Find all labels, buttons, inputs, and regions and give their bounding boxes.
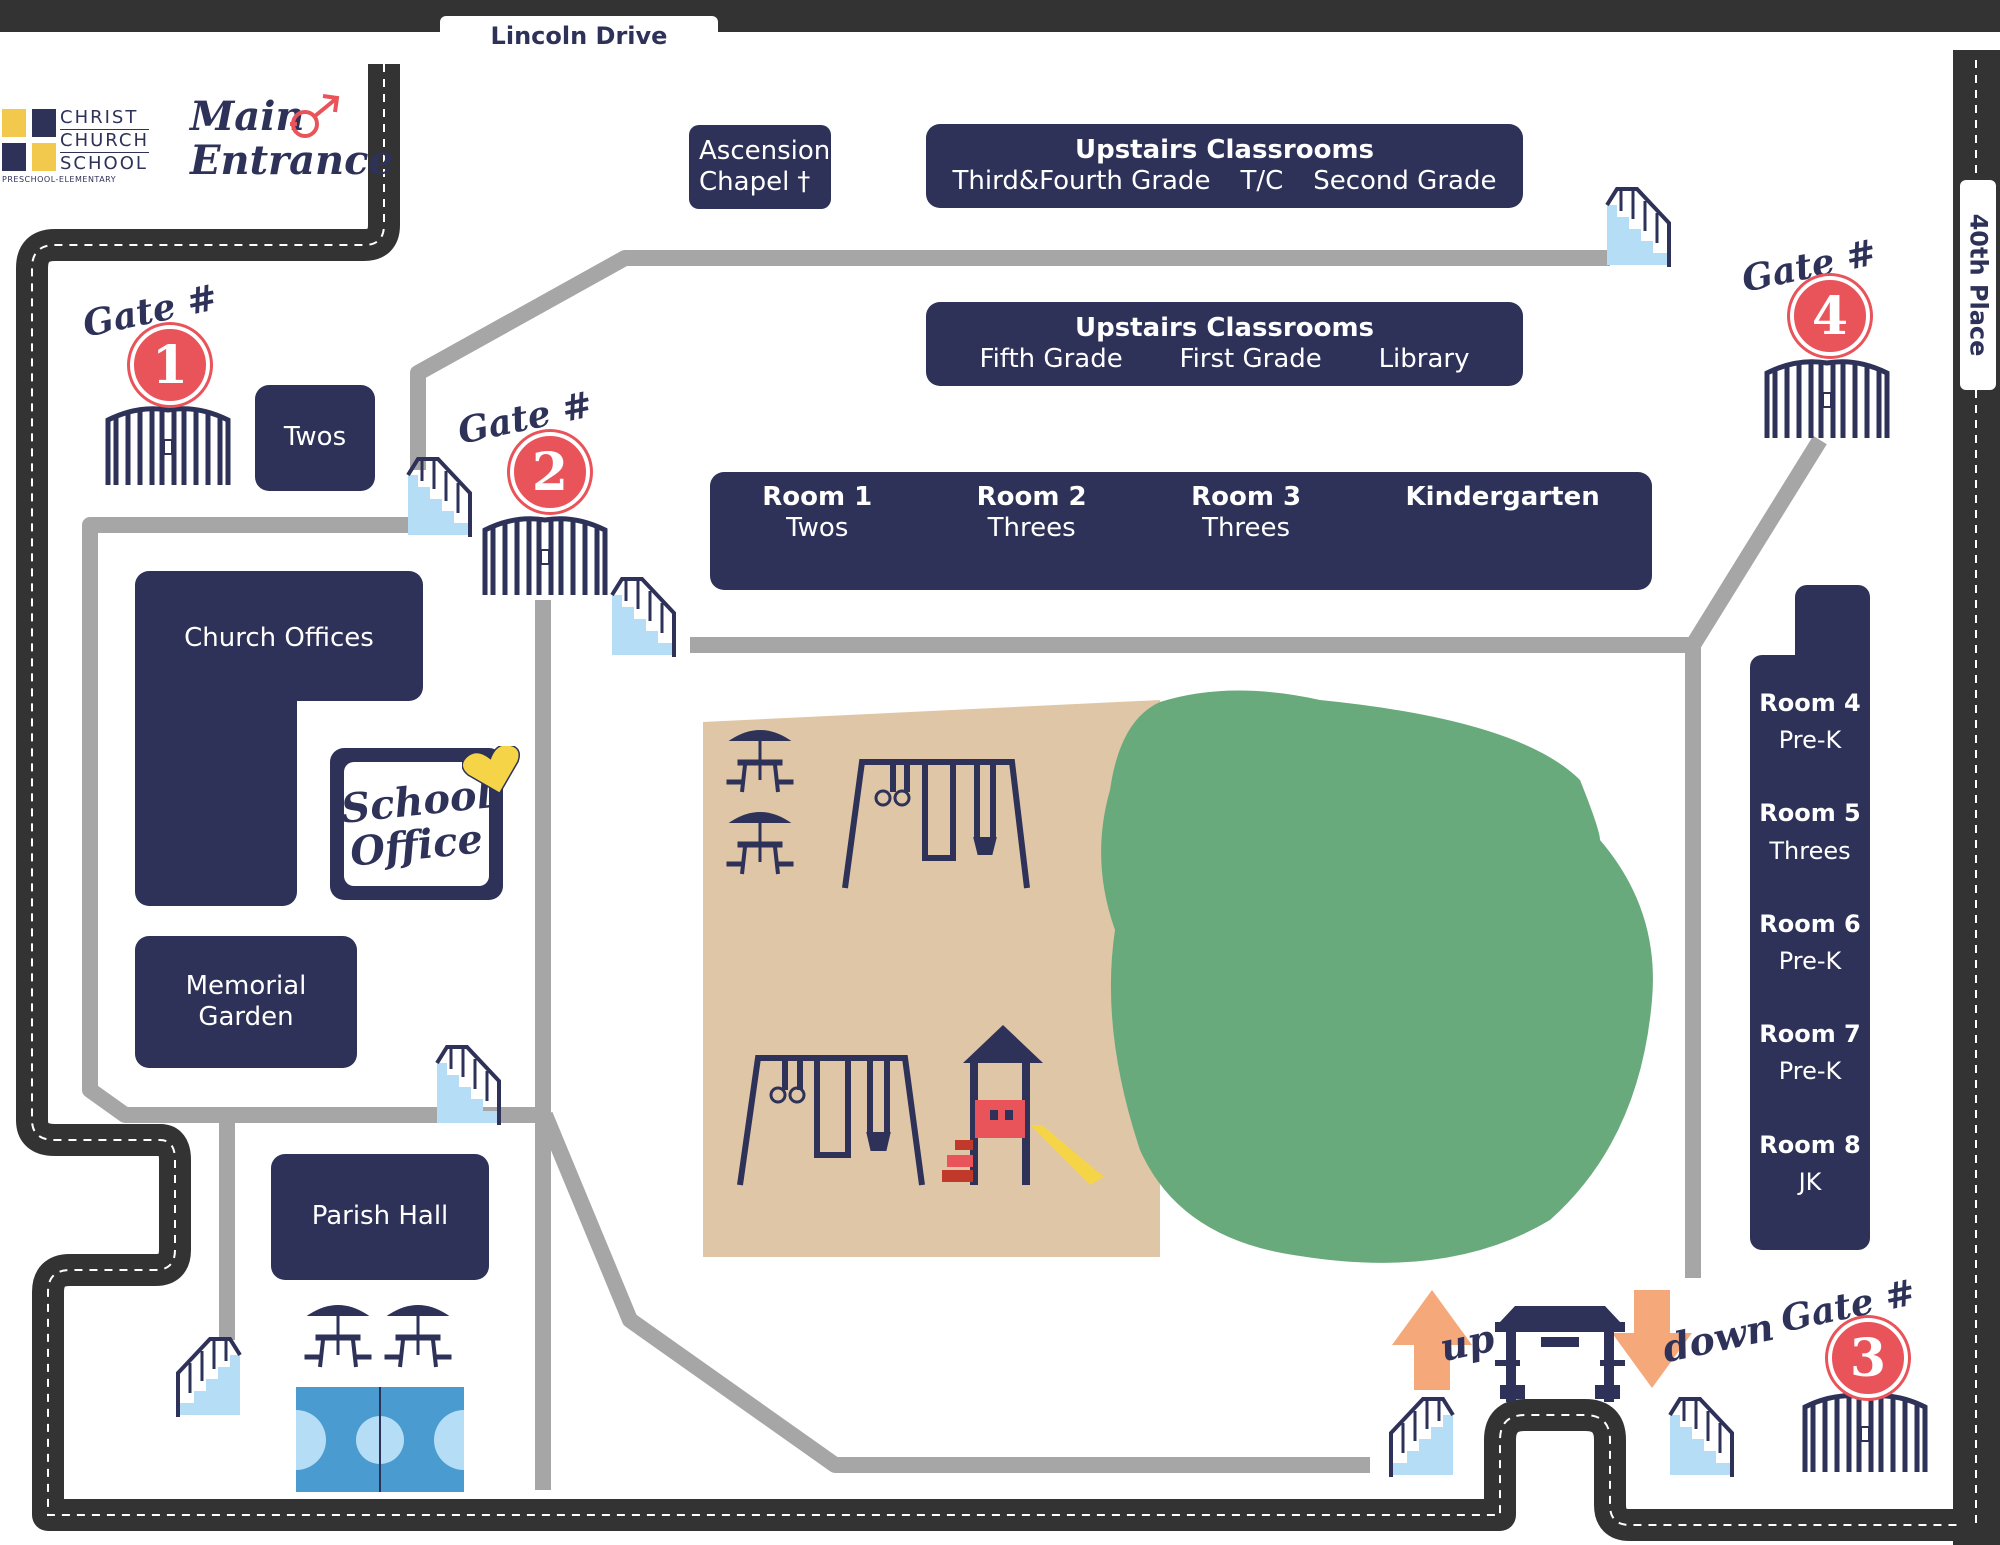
room-5[interactable]: Room 5 Threes <box>1759 795 1861 869</box>
upstairs-b-room-1: Fifth Grade <box>979 344 1123 374</box>
east-classroom-building[interactable]: Room 4 Pre-K Room 5 Threes Room 6 Pre-K Roo… <box>1750 585 1870 1250</box>
stairs-gate2-left <box>406 457 472 539</box>
play-structure <box>942 1025 1104 1185</box>
school-office-line-2: Office <box>347 815 486 876</box>
room-7-name: Room 7 <box>1759 1020 1861 1049</box>
school-office[interactable]: School Office <box>330 746 521 900</box>
room-3-name: Room 3 <box>1191 482 1302 512</box>
memorial-garden-line-1: Memorial <box>185 970 307 1001</box>
room-4[interactable]: Room 4 Pre-K <box>1759 685 1861 759</box>
lincoln-drive-label: Lincoln Drive <box>440 16 718 56</box>
room-8[interactable]: Room 8 JK <box>1759 1127 1861 1201</box>
church-offices[interactable]: Church Offices <box>135 571 423 906</box>
ascension-chapel[interactable]: Ascension Chapel† <box>689 125 831 209</box>
memorial-garden-line-2: Garden <box>198 1002 294 1032</box>
pergola-icon <box>1495 1306 1625 1402</box>
main-entrance-label: Main Entrance <box>190 95 394 183</box>
gate-3-badge[interactable]: 3 <box>1828 1318 1908 1398</box>
upstairs-classrooms-b[interactable]: Upstairs Classrooms Fifth Grade First Gr… <box>926 302 1523 386</box>
upstairs-classrooms-a[interactable]: Upstairs Classrooms Third&Fourth Grade T… <box>926 124 1523 208</box>
gate-2-icon <box>485 518 605 595</box>
upstairs-b-title: Upstairs Classrooms <box>1074 312 1375 343</box>
heart-icon <box>462 746 521 795</box>
room-2-name: Room 2 <box>976 482 1087 512</box>
room-5-grade: Threes <box>1769 836 1851 865</box>
cross-shield-icon <box>2 109 56 171</box>
logo-line-3: SCHOOL <box>60 153 148 174</box>
stairs-up-left <box>1389 1397 1455 1479</box>
room-1-name: Room 1 <box>762 482 873 512</box>
stairs-parish <box>176 1337 242 1419</box>
cross-icon: † <box>797 167 811 197</box>
logo-line-2: CHURCH <box>60 129 149 153</box>
chapel-line-1: Ascension <box>699 135 831 166</box>
40th-place-text: 40th Place <box>1964 213 1993 357</box>
main-entrance-line-2: Entrance <box>190 137 394 184</box>
stairs-memorial <box>435 1045 501 1127</box>
gate-1-icon <box>108 408 228 485</box>
stairs-upstairs-a <box>1605 187 1671 269</box>
entrance-arrow-icon <box>290 94 340 138</box>
gate-3-icon <box>1805 1395 1925 1472</box>
room-7-grade: Pre-K <box>1778 1057 1842 1086</box>
gate-4-icon <box>1767 361 1887 438</box>
down-arrow-icon <box>1612 1290 1692 1388</box>
stairs-gate2-right <box>610 577 676 659</box>
parish-hall[interactable]: Parish Hall <box>271 1154 489 1280</box>
room-1-grade: Twos <box>786 513 849 544</box>
picnic-tables-parish <box>304 1305 452 1368</box>
room-2-grade: Threes <box>987 513 1076 544</box>
upstairs-b-room-3: Library <box>1378 344 1470 374</box>
school-logo: CHRIST CHURCH SCHOOL PRESCHOOL-ELEMENTAR… <box>0 107 155 187</box>
logo-tagline: PRESCHOOL-ELEMENTARY <box>2 175 117 184</box>
room-3-grade: Threes <box>1202 513 1291 544</box>
walkways <box>82 250 1827 1490</box>
swing-set-top <box>842 759 1030 889</box>
memorial-garden[interactable]: Memorial Garden <box>135 936 357 1068</box>
gate-1-badge[interactable]: 1 <box>130 325 210 405</box>
room-8-name: Room 8 <box>1759 1130 1861 1159</box>
church-offices-label: Church Offices <box>184 623 374 653</box>
parish-hall-label: Parish Hall <box>311 1201 449 1232</box>
up-arrow-icon <box>1392 1290 1472 1390</box>
main-entrance-line-1: Main <box>190 93 305 140</box>
upstairs-b-room-2: First Grade <box>1179 344 1322 374</box>
grass-field <box>1101 690 1653 1263</box>
room-6[interactable]: Room 6 Pre-K <box>1759 906 1861 980</box>
gate-2-badge[interactable]: 2 <box>510 432 590 512</box>
gate-4-badge[interactable]: 4 <box>1790 276 1870 356</box>
40th-place-label: 40th Place <box>1960 180 1996 390</box>
twos-building[interactable]: Twos <box>255 385 375 491</box>
swing-set-bottom <box>737 1055 925 1186</box>
room-4-name: Room 4 <box>1759 689 1861 717</box>
room-5-name: Room 5 <box>1759 799 1861 828</box>
lincoln-drive-text: Lincoln Drive <box>490 22 668 50</box>
room-7[interactable]: Room 7 Pre-K <box>1759 1016 1861 1090</box>
logo-line-1: CHRIST <box>60 107 139 128</box>
room-6-name: Room 6 <box>1759 909 1861 938</box>
upstairs-a-room-3: Second Grade <box>1313 166 1497 196</box>
stairs-down-right <box>1668 1397 1734 1479</box>
picnic-tables-playground <box>726 730 794 875</box>
room-6-grade: Pre-K <box>1778 946 1842 975</box>
kindergarten-name: Kindergarten <box>1405 482 1600 512</box>
lincoln-drive-road <box>0 0 2000 32</box>
twos-label: Twos <box>283 422 347 453</box>
kindergarten[interactable]: Kindergarten <box>1406 482 1600 513</box>
room-8-grade: JK <box>1798 1167 1822 1196</box>
chapel-line-2: Chapel <box>699 167 790 197</box>
upstairs-a-room-1: Third&Fourth Grade <box>952 166 1211 196</box>
upstairs-a-room-2: T/C <box>1240 166 1284 196</box>
upstairs-a-title: Upstairs Classrooms <box>1074 134 1375 165</box>
play-court <box>296 1387 464 1492</box>
room-4-grade: Pre-K <box>1778 726 1842 755</box>
